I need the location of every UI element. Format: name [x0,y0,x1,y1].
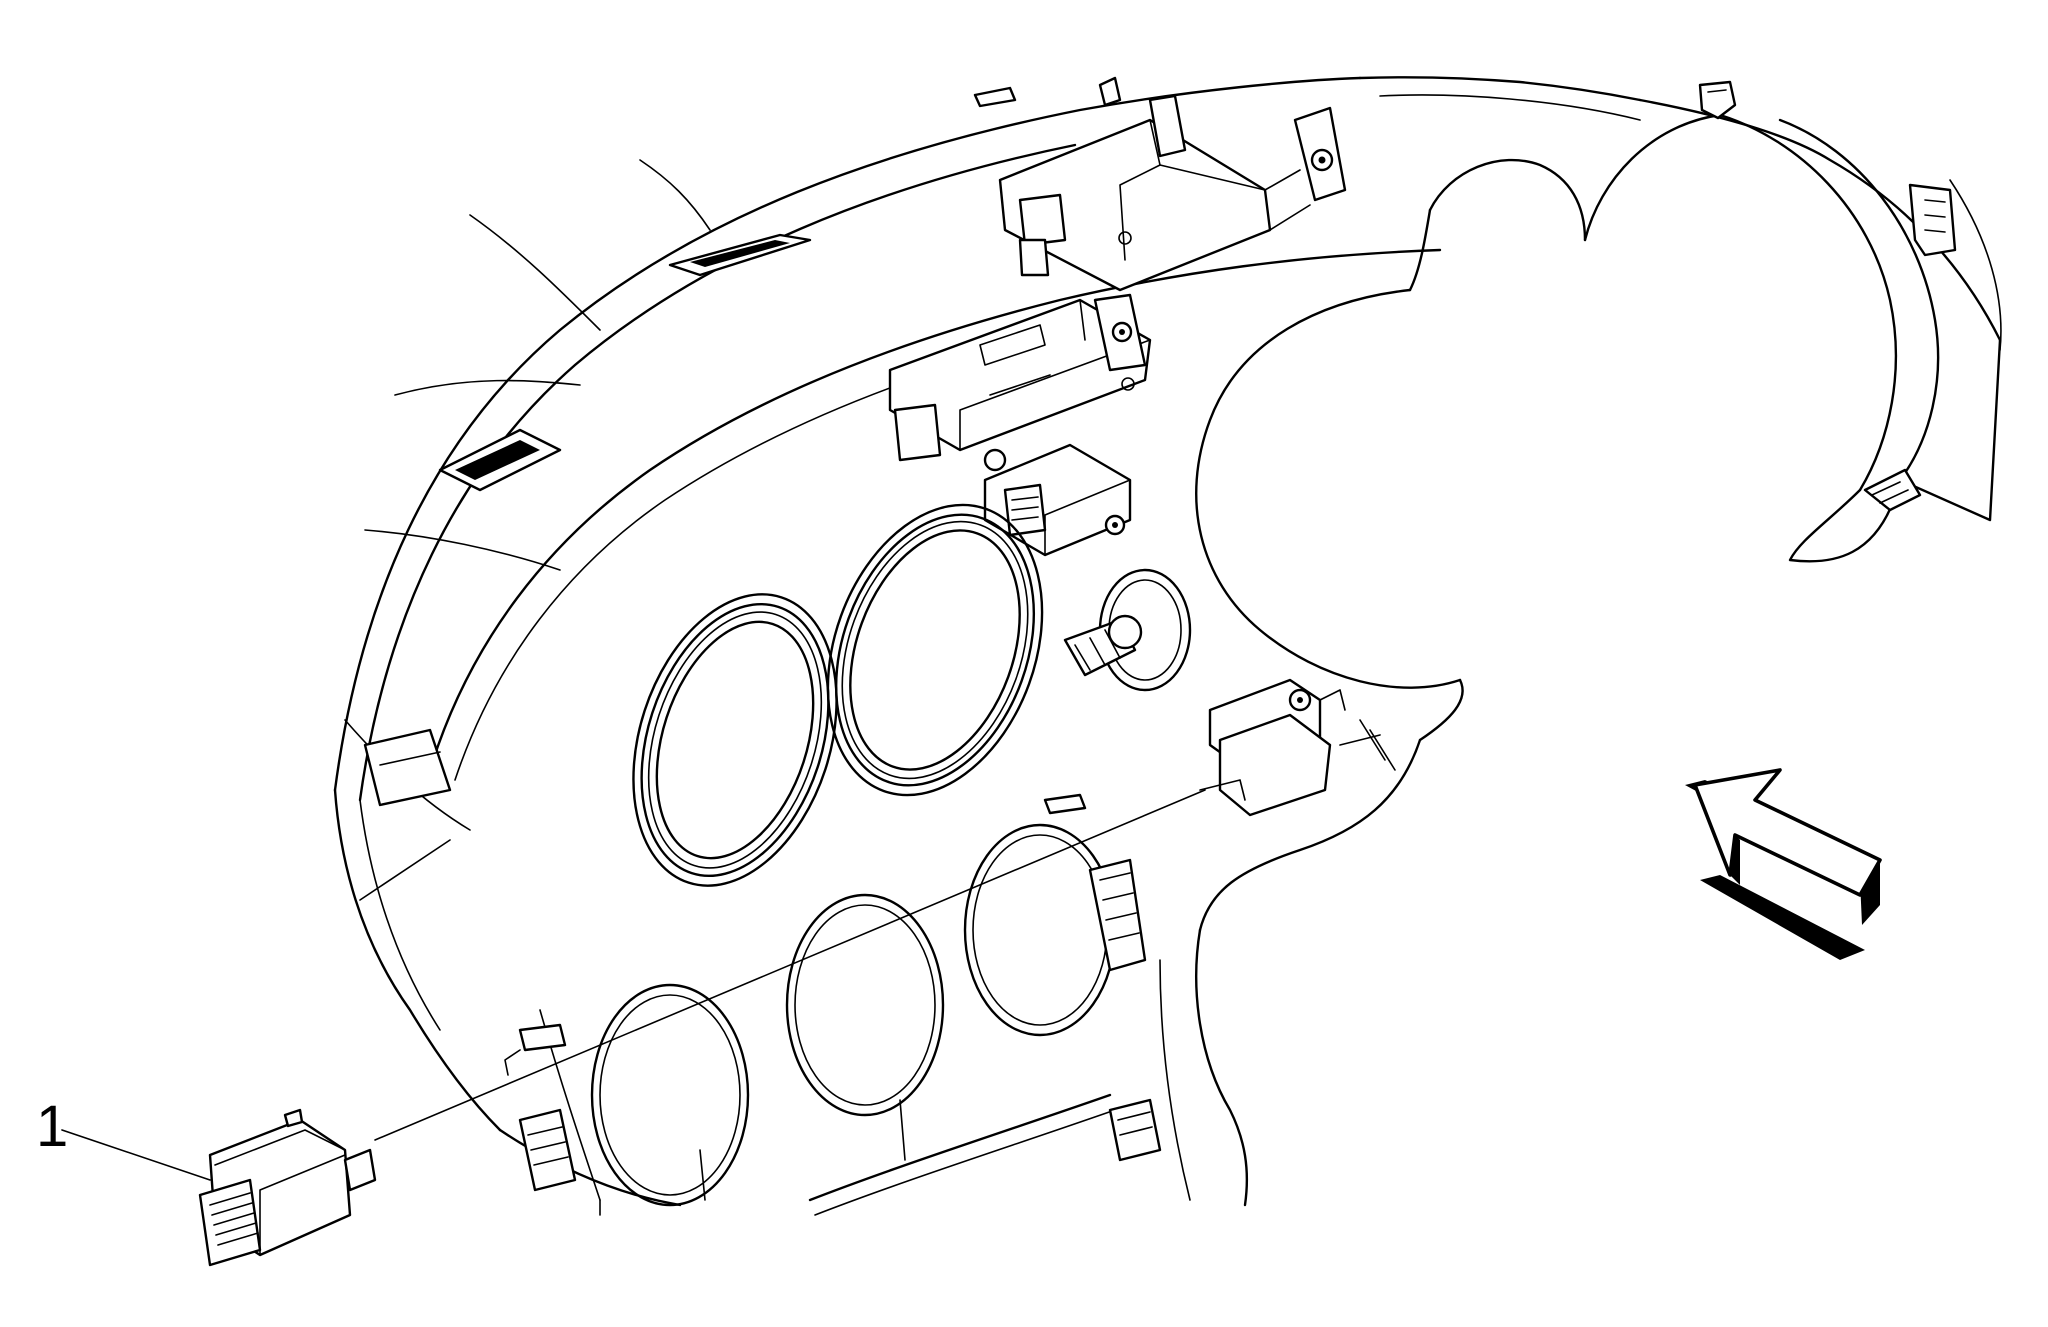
gauge-ring-medium [632,593,838,887]
lower-clips [504,793,1162,1192]
bezel-clips-left [363,86,1017,807]
view-direction-arrow-icon [1685,768,1882,960]
connector [198,1108,377,1267]
hvac-control-openings [590,823,1117,1216]
cluster-opening [1159,113,2002,1207]
upper-bracket-assembly [998,76,1347,292]
retainer-clip-right [1908,183,1957,257]
gauge-ring-large [826,503,1044,797]
switch-bracket [1199,678,1396,817]
retainer-clip-top-right [1698,80,1737,120]
middle-bracket-assembly [888,293,1152,462]
control-knob [1063,568,1192,692]
callout-label-1: 1 [36,1094,69,1159]
retainer-clip-lower-right [1863,468,1922,512]
leader-line [61,789,1206,1181]
dimmer-switch [983,443,1132,557]
